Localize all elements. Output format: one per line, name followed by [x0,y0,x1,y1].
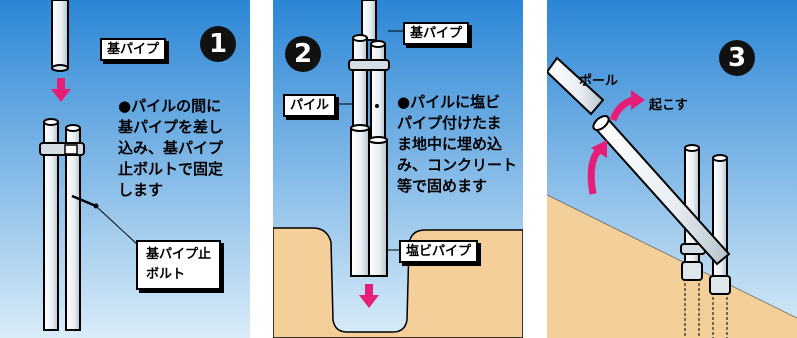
description-line: 基パイプを差し [118,118,224,136]
description-line: 等で固めます [397,177,488,195]
base-pipe-label: 基パイプ [100,38,167,61]
description-line: ●パイルに塩ビ [397,93,501,111]
bolt-label-line: 基パイプ止 [146,247,212,262]
pole-label: ポール [579,74,619,89]
step-1-description: ●パイルの間に 基パイプを差し 込み、基パイプ 止ボルトで固定 します [118,96,223,201]
pile-pipe-right [65,127,81,331]
description-line: パイプ付けたま [397,114,502,132]
step-3-illustration [547,0,797,338]
down-arrow [57,78,65,90]
bolt [71,194,97,208]
description-line: み、コンクリート [397,156,518,174]
base-pipe [361,0,377,41]
base-pipe-label: 基パイプ [403,22,470,45]
step-2-description: ●パイルに塩ビ パイプ付けたま ま地中に埋め込 み、コンクリート 等で固めます [397,92,517,197]
step-2-panel: 2 基パイプ パイル ●パイルに塩ビ パイプ付けたま ま地中に埋め込 み、コンク… [273,0,523,338]
down-arrow [365,284,373,296]
step-1-panel: 基パイプ 1 ●パイルの間に 基パイプを差し 込み、基パイプ 止ボルトで固定 し… [0,0,250,338]
bolt-leader-line [97,207,139,246]
bolt-label: 基パイプ止 ボルト [136,240,222,290]
pile-pipe-left [352,37,368,129]
description-line: ●パイルの間に [118,97,222,115]
underground-pipes [684,278,728,338]
description-line: 止ボルトで固定 [118,160,224,178]
raise-arrow-right [609,96,635,122]
ground [547,195,797,338]
step-number-3: 3 [719,40,755,76]
bolt-label-line: ボルト [146,267,186,282]
step-3-panel: 3 ポール 起こす [547,0,797,338]
clamp [348,59,390,71]
description-line: 込み、基パイプ [118,139,224,157]
step-number-2: 2 [285,36,321,72]
pile-pipe-right [712,157,728,283]
pile-pipe-right [370,43,386,141]
step-number-1: 1 [200,26,236,62]
description-line: ま地中に埋め込 [397,135,503,153]
pvc-pipe-label: 塩ビパイプ [399,240,479,263]
pile-label: パイル [283,94,337,117]
pvc-pipe-right [368,139,388,277]
raise-label: 起こす [649,98,688,113]
pole-upper [547,56,605,116]
description-line: します [118,181,164,199]
base-pipe [51,0,69,69]
pvc-pipe-left [350,127,370,277]
